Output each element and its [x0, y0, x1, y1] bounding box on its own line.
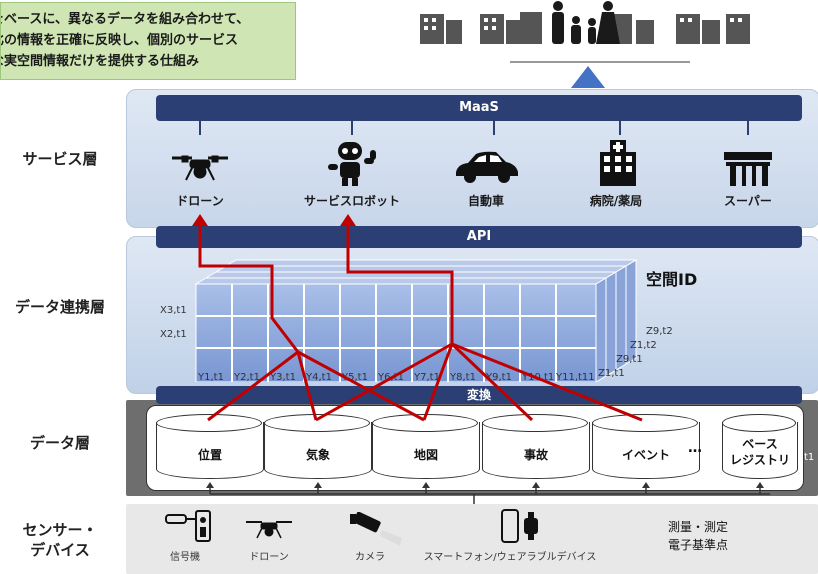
maas-bar: MaaS	[156, 95, 802, 121]
service-label-drone: ドローン	[176, 194, 224, 208]
survey-label: 測量・測定 電子基準点	[652, 518, 744, 554]
datastore-map: 地図	[372, 412, 480, 482]
tick-x3: X3,t1	[160, 305, 187, 316]
datastore-label: 地図	[413, 448, 438, 462]
tick-y5: Y5,t1	[342, 372, 368, 383]
more-stores-ellipsis: …	[688, 440, 702, 456]
datastore-event: イベント	[592, 412, 700, 482]
robot-icon	[328, 142, 376, 186]
service-label-supermarket: スーパー	[724, 194, 772, 208]
survey-label-line1: 測量・測定	[667, 520, 728, 534]
datastore-label: イベント	[621, 448, 670, 462]
service-label-car: 自動車	[467, 194, 504, 208]
tick-z9-t1: Z9,t1	[616, 354, 643, 365]
sensor-label-smartphone: スマートフォン/ウェアラブルデバイス	[423, 552, 597, 563]
tick-y6: Y6,t1	[378, 372, 404, 383]
datastore-label: 気象	[305, 448, 330, 462]
tick-z1-t2: Z1,t2	[630, 340, 657, 351]
tick-y11: Y11,t11	[556, 372, 595, 383]
datastore-accident: 事故	[482, 412, 590, 482]
traffic-signal-icon	[165, 510, 211, 542]
spatial-id-grid	[194, 259, 638, 382]
survey-label-line2: 電子基準点	[667, 538, 728, 552]
spatial-id-title: 空間ID	[646, 270, 698, 289]
tick-y4: Y4,t1	[306, 372, 332, 383]
upward-arrow-icon	[571, 66, 605, 88]
datastore-location: 位置	[156, 412, 264, 482]
tick-y8: Y8,t1	[450, 372, 476, 383]
sensor-label-camera: カメラ	[355, 552, 385, 563]
tick-y9: Y9,t1	[486, 372, 512, 383]
layer-label-service: サービス層	[22, 150, 98, 168]
note-line-1: をベースに、異なるデータを組み合わせて、	[0, 12, 250, 27]
layer-label-sensor-line1: センサー・	[22, 521, 98, 539]
sensor-to-store-arrows	[206, 482, 770, 504]
tick-z9-t2: Z9,t2	[646, 326, 673, 337]
note-line-2: 比の情報を正確に反映し、個別のサービス	[0, 33, 239, 48]
sensor-label-drone: ドローン	[249, 552, 289, 563]
service-label-hospital: 病院/薬局	[589, 194, 643, 208]
sensor-label-traffic-signal: 信号機	[170, 552, 200, 563]
datastore-label: 位置	[197, 448, 222, 462]
drone-sensor-icon	[246, 521, 292, 539]
people-icon	[552, 1, 620, 44]
tick-y3: Y3,t1	[270, 372, 296, 383]
concept-note: をベースに、異なるデータを組み合わせて、 比の情報を正確に反映し、個別のサービス…	[0, 2, 296, 80]
car-icon	[456, 151, 518, 183]
tick-y1: Y1,t1	[198, 372, 224, 383]
layer-label-sensor-line2: デバイス	[30, 541, 90, 559]
tick-y2: Y2,t1	[234, 372, 260, 383]
drone-icon	[172, 155, 228, 181]
supermarket-icon	[724, 152, 772, 186]
layer-label-sensor: センサー・ デバイス	[0, 520, 120, 560]
hospital-icon	[600, 140, 636, 186]
city-skyline-illustration	[420, 1, 750, 88]
sensor-layer-band	[126, 504, 818, 574]
store-suffix-t1: t1	[804, 452, 815, 463]
api-bar: API	[156, 226, 802, 248]
maas-connectors	[199, 121, 749, 135]
camera-icon	[350, 512, 402, 546]
tick-z1-t1: Z1,t1	[598, 368, 625, 379]
layer-label-cooperation: データ連携層	[14, 298, 105, 316]
smartphone-icon	[501, 509, 538, 543]
conversion-bar: 変換	[156, 386, 802, 404]
tick-x2: X2,t1	[160, 329, 187, 340]
datastore-label: ベース レジストリ	[729, 437, 790, 467]
layer-label-data: データ層	[29, 434, 90, 452]
tick-y10: Y10,t1	[522, 372, 555, 383]
buildings-icon	[420, 12, 750, 44]
tick-y7: Y7,t1	[414, 372, 440, 383]
datastore-base-registry: ベース レジストリ	[722, 412, 798, 482]
service-label-robot: サービスロボット	[303, 194, 400, 208]
note-line-3: な実空間情報だけを提供する仕組み	[0, 54, 200, 69]
datastore-label: 事故	[523, 448, 548, 462]
datastore-weather: 気象	[264, 412, 372, 482]
